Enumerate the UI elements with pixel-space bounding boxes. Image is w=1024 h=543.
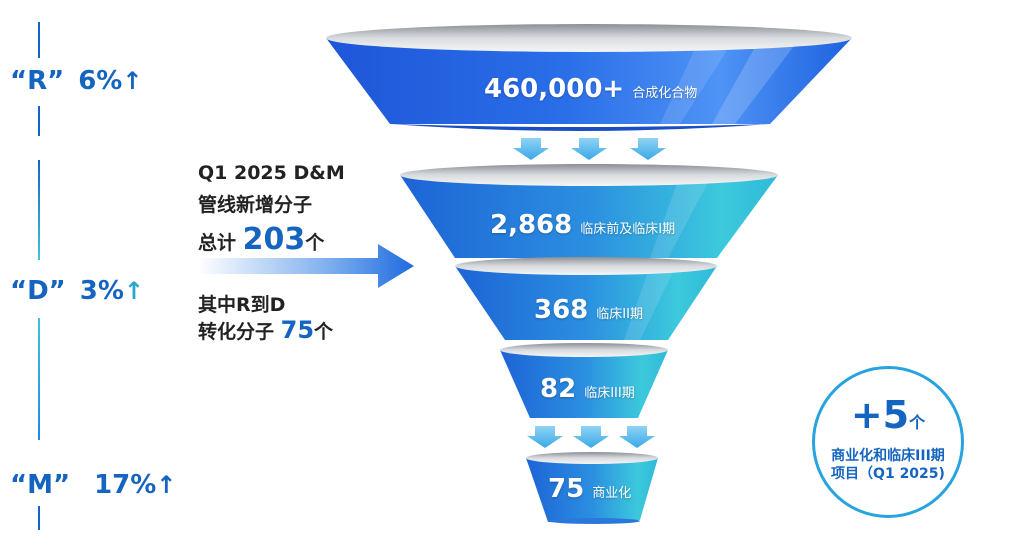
funnel-tier-3-label: 临床II期 — [596, 307, 643, 322]
down-arrow-icon — [513, 138, 549, 160]
funnel-tier-1 — [326, 24, 852, 131]
down-arrow-icon — [527, 426, 563, 448]
badge-value: +5 — [850, 393, 910, 437]
badge-caption: 商业化和临床III期 项目（Q1 2025) — [815, 447, 961, 483]
up-arrow-icon: ↑ — [156, 471, 177, 499]
funnel-tier-4 — [500, 343, 668, 418]
timeline-segment-r-bottom — [38, 106, 40, 136]
stage-m-percent: 17% — [94, 470, 157, 500]
funnel-tier-5-text: 75 商业化 — [548, 474, 631, 504]
summary-line-3: 总计 203个 — [198, 222, 324, 257]
funnel-tier-2-text: 2,868 临床前及临床I期 — [490, 210, 675, 240]
funnel-tier-2-value: 2,868 — [490, 210, 573, 240]
funnel-tier-3-text: 368 临床II期 — [534, 295, 643, 325]
funnel-tier-4-value: 82 — [540, 374, 577, 404]
down-arrow-icon — [619, 426, 655, 448]
funnel-tier-5 — [526, 452, 658, 524]
up-arrow-icon: ↑ — [123, 277, 145, 305]
summary-conversion-prefix: 转化分子 — [198, 321, 281, 343]
summary-line-2: 管线新增分子 — [198, 194, 313, 216]
stage-r-percent: 6% — [78, 66, 123, 96]
funnel-tier-3 — [455, 257, 717, 340]
stage-d-key: “D” — [10, 276, 66, 306]
funnel-tier-1-text: 460,000+ 合成化合物 — [484, 74, 697, 104]
stage-m-key: “M” — [10, 470, 71, 500]
badge-caption-line-1: 商业化和临床III期 — [831, 448, 945, 464]
timeline-segment-m-bottom — [38, 506, 40, 530]
badge-value-line: +5个 — [815, 393, 961, 437]
summary-conversion-suffix: 个 — [314, 321, 334, 343]
summary-conversion-value: 75 — [280, 316, 315, 344]
timeline-segment-r-top — [38, 22, 40, 58]
stage-d-label: “D” 3%↑ — [10, 276, 144, 306]
up-arrow-icon: ↑ — [122, 67, 143, 95]
funnel-tier-5-label: 商业化 — [592, 486, 632, 501]
funnel-tier-1-label: 合成化合物 — [632, 86, 698, 101]
summary-line-5: 转化分子 75个 — [198, 316, 333, 344]
down-arrow-icon — [571, 138, 607, 160]
stage-m-label: “M” 17%↑ — [10, 470, 176, 500]
badge-caption-line-2: 项目（Q1 2025) — [831, 466, 945, 482]
down-arrows-lower — [527, 426, 655, 448]
funnel-tier-5-value: 75 — [548, 474, 585, 504]
stage-r-label: “R” 6%↑ — [10, 66, 142, 96]
funnel-tier-4-label: 临床III期 — [584, 386, 635, 401]
stage-d-percent: 3% — [79, 276, 124, 306]
funnel-tier-2 — [400, 164, 778, 258]
summary-total-prefix: 总计 — [198, 232, 243, 254]
funnel-tier-1-value: 460,000+ — [484, 74, 625, 104]
commercial-badge: +5个 商业化和临床III期 项目（Q1 2025) — [812, 366, 964, 518]
funnel-tier-3-value: 368 — [534, 295, 589, 325]
summary-line-4: 其中R到D — [198, 294, 286, 316]
timeline-segment-d-top — [38, 160, 40, 260]
down-arrow-icon — [573, 426, 609, 448]
funnel-tier-2-label: 临床前及临床I期 — [580, 222, 676, 237]
summary-line-1: Q1 2025 D&M — [198, 162, 345, 184]
badge-unit: 个 — [909, 413, 926, 432]
summary-total-value: 203 — [242, 222, 306, 257]
right-arrow-icon — [198, 244, 414, 288]
timeline-segment-d-bottom — [38, 318, 40, 440]
down-arrows-upper — [513, 138, 666, 160]
stage-r-key: “R” — [10, 66, 65, 96]
down-arrow-icon — [630, 138, 666, 160]
funnel-tier-4-text: 82 临床III期 — [540, 374, 635, 404]
summary-total-suffix: 个 — [305, 232, 325, 254]
